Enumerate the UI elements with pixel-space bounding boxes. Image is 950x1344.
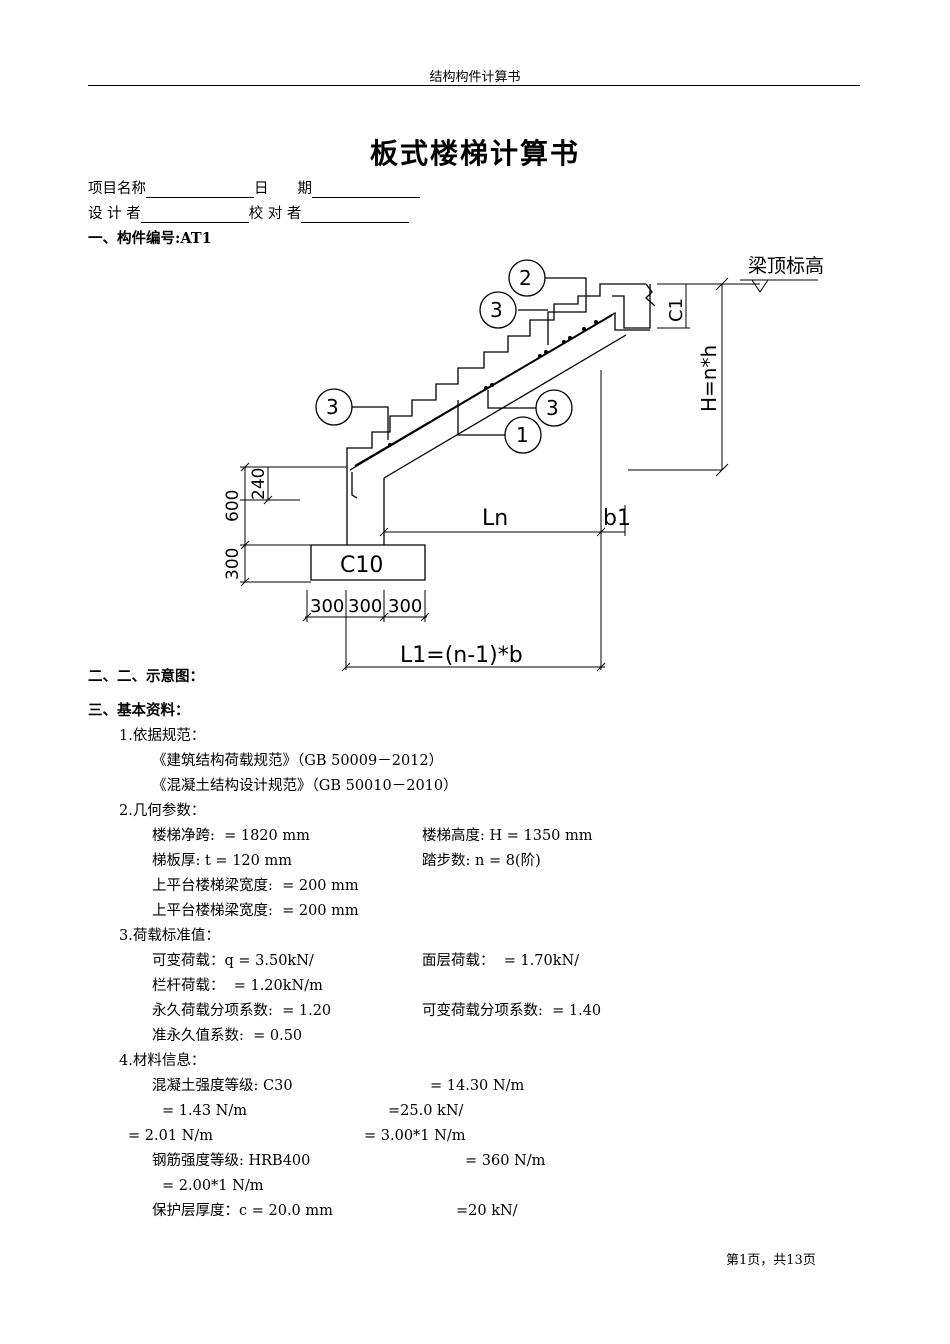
date-label: 日 期: [254, 181, 312, 197]
dim-h: [628, 277, 760, 477]
hook: [351, 472, 358, 499]
steel-grade: 钢筋强度等级: HRB400: [152, 1153, 311, 1169]
concrete-grade: 混凝土强度等级: C30: [152, 1078, 293, 1094]
fy-value: = 360 N/m: [465, 1153, 546, 1169]
leader-3-left: [352, 406, 389, 440]
marker-circle-3c: [535, 389, 573, 427]
stair-diagram: 2 3 3 3 1 梁顶标高 Ln b1 L1=(n-1)*b C10 300 …: [223, 255, 824, 672]
b1-label: b1: [603, 506, 631, 531]
cover-thickness: 保护层厚度：c = 20.0 mm: [152, 1203, 333, 1219]
designer-label: 设 计 者: [88, 206, 141, 222]
dim-600: 600: [223, 490, 243, 522]
code-1: 《建筑结构荷载规范》（GB 50009－2012）: [152, 753, 444, 769]
dim-300: 300: [223, 548, 243, 580]
marker-3a: 3: [490, 298, 503, 322]
designer-row: 设 计 者校 对 者: [88, 205, 410, 223]
geometry-title: 2.几何参数：: [119, 803, 206, 819]
leader-2: [545, 277, 587, 345]
elevation-marker: [740, 279, 818, 293]
width-3: 300: [388, 596, 422, 617]
h-label: H=n*h: [697, 345, 721, 412]
rs-value: =20 kN/: [456, 1203, 518, 1219]
c10-label: C10: [340, 553, 383, 578]
loads-title: 3.荷载标准值：: [119, 928, 220, 944]
project-row: 项目名称 日 期: [88, 180, 420, 198]
dim-bottom: [302, 590, 606, 672]
checker-label: 校 对 者: [248, 206, 302, 222]
load-rail: 栏杆荷载： = 1.20kN/m: [152, 978, 323, 994]
ftk-value: = 2.01 N/m: [128, 1128, 213, 1144]
fc-value: = 14.30 N/m: [430, 1078, 525, 1094]
stair-steps-outline: [346, 283, 646, 470]
code-2: 《混凝土结构设计规范》（GB 50010－2010）: [152, 778, 458, 794]
geo-ln: 楼梯净跨: = 1820 mm: [152, 828, 310, 844]
rebar-dots: [388, 320, 598, 447]
designer-blank: [140, 207, 249, 223]
materials-title: 4.材料信息：: [119, 1053, 206, 1069]
base-column: [346, 470, 385, 545]
section-1-heading: 一、构件编号:AT1: [88, 230, 212, 247]
leader-1: [457, 400, 505, 436]
stair-rebar: [354, 314, 613, 467]
dim-ln: [379, 370, 626, 670]
geo-b-upper-2: 上平台楼梯梁宽度: = 200 mm: [152, 903, 359, 919]
marker-1: 1: [516, 423, 529, 447]
width-2: 300: [348, 596, 382, 617]
gamma-q: 可变荷载分项系数: = 1.40: [422, 1003, 602, 1019]
marker-3b: 3: [326, 395, 339, 419]
section-2-heading: 二、二、示意图：: [88, 668, 204, 685]
geo-b-upper-1: 上平台楼梯梁宽度: = 200 mm: [152, 878, 359, 894]
date-blank: [312, 182, 420, 198]
stair-slab: [349, 311, 650, 479]
marker-circle-1: [504, 416, 542, 454]
top-beam: [612, 284, 651, 329]
checker-blank: [301, 207, 410, 223]
psi-q: 准永久值系数: = 0.50: [152, 1028, 303, 1044]
marker-2: 2: [519, 266, 532, 290]
doc-title: 板式楼梯计算书: [369, 137, 580, 170]
marker-circle-2: [508, 259, 546, 297]
load-q: 可变荷载：q = 3.50kN/: [152, 953, 314, 969]
es-value: = 2.00*1 N/m: [162, 1178, 264, 1194]
project-blank: [146, 182, 254, 198]
geo-n: 踏步数: n = 8(阶): [422, 853, 541, 869]
width-1: 300: [310, 596, 344, 617]
geo-t: 梯板厚: t = 120 mm: [152, 853, 292, 869]
page-header: 结构构件计算书: [429, 70, 521, 85]
ft-value: = 1.43 N/m: [162, 1103, 247, 1119]
section-3-heading: 三、基本资料：: [88, 702, 190, 719]
basis-title: 1.依据规范：: [119, 728, 206, 744]
ln-label: Ln: [482, 506, 508, 531]
ec-value: = 3.00*1 N/m: [364, 1128, 466, 1144]
header-rule: [88, 85, 860, 86]
marker-3c: 3: [546, 396, 559, 420]
marker-circle-3b: [315, 388, 353, 426]
gamma-g: 永久荷载分项系数: = 1.20: [152, 1003, 332, 1019]
dim-240: 240: [249, 468, 269, 500]
beam-top-label: 梁顶标高: [748, 255, 824, 277]
dim-c1: [657, 283, 690, 329]
leader-3-right: [487, 390, 536, 409]
project-label: 项目名称: [88, 181, 146, 197]
dim-left: [240, 462, 347, 587]
c1-label: C1: [666, 298, 687, 322]
marker-circle-3a: [479, 291, 517, 329]
foundation: [310, 544, 426, 581]
rc-value: =25.0 kN/: [388, 1103, 464, 1119]
page-footer: 第1页，共13页: [726, 1253, 816, 1268]
break-line: [645, 283, 656, 307]
load-finish: 面层荷载： = 1.70kN/: [422, 953, 580, 969]
geo-h: 楼梯高度: H = 1350 mm: [422, 828, 593, 844]
l1-label: L1=(n-1)*b: [400, 643, 523, 668]
